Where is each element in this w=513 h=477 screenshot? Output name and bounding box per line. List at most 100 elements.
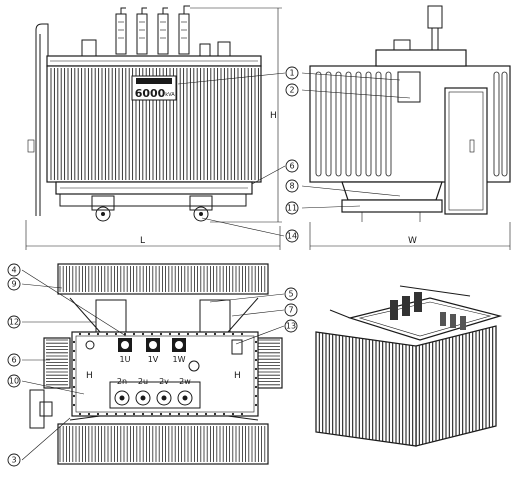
- top-view: 1U 1V 1W 2n 2u 2v 2w H H: [21, 263, 285, 465]
- bolt: [254, 367, 258, 371]
- svg-text:6: 6: [289, 162, 294, 171]
- nameplate-unit: kVA: [165, 92, 175, 98]
- bolt: [114, 332, 118, 336]
- callout-6a: 6: [285, 159, 299, 173]
- iso-bushings: [390, 292, 466, 330]
- top-view-lower-fins: [59, 426, 269, 462]
- callout-8: 8: [285, 179, 299, 193]
- bolt: [222, 412, 226, 416]
- bolt: [72, 367, 76, 371]
- callout-3: 3: [7, 453, 21, 467]
- bolt: [159, 412, 163, 416]
- bolt: [105, 412, 109, 416]
- side-mark-right: H: [234, 371, 241, 381]
- bolt: [72, 403, 76, 407]
- bolt: [231, 332, 235, 336]
- svg-text:7: 7: [288, 306, 293, 315]
- lv-terminal-2v: 2v: [159, 377, 169, 386]
- bolt: [195, 332, 199, 336]
- bolt: [72, 385, 76, 389]
- svg-text:4: 4: [11, 266, 16, 275]
- cover-bolts: [72, 332, 258, 416]
- bolt: [132, 332, 136, 336]
- svg-text:3: 3: [11, 456, 16, 465]
- isometric-view: [315, 285, 503, 447]
- side-view: W: [301, 5, 511, 250]
- bolt: [123, 332, 127, 336]
- radiator-column: [385, 71, 392, 177]
- radiator-column: [365, 71, 372, 177]
- bolt: [213, 412, 217, 416]
- callout-14: 14: [285, 229, 299, 243]
- callout-1: 1: [285, 66, 299, 80]
- front-radiator-fins: [50, 68, 259, 180]
- bolt: [254, 394, 258, 398]
- front-bushings: [81, 5, 231, 57]
- side-mark-left: H: [86, 371, 93, 381]
- bolt: [168, 412, 172, 416]
- bolt: [159, 332, 163, 336]
- front-view: 6000 kVA H L: [25, 5, 286, 250]
- iso-front-fins: [315, 332, 417, 446]
- bolt: [222, 332, 226, 336]
- nameplate-rating: 6000: [135, 87, 166, 100]
- bolt: [96, 412, 100, 416]
- bolt: [105, 332, 109, 336]
- bolt: [254, 403, 258, 407]
- bolt: [231, 412, 235, 416]
- bolt: [186, 332, 190, 336]
- callout-12: 12: [7, 315, 21, 329]
- top-view-upper-fins: [59, 266, 269, 292]
- length-dimension: L: [25, 220, 281, 250]
- bolt: [78, 412, 82, 416]
- bolt: [132, 412, 136, 416]
- bolt: [177, 332, 181, 336]
- radiator-column: [345, 71, 352, 177]
- iso-right-fins: [415, 326, 497, 446]
- bolt: [141, 412, 145, 416]
- front-wheels: [91, 195, 213, 222]
- bolt: [254, 385, 258, 389]
- lv-terminal-2u: 2u: [138, 377, 148, 386]
- nameplate: 6000 kVA: [131, 75, 177, 101]
- bolt: [87, 412, 91, 416]
- svg-text:6: 6: [11, 356, 16, 365]
- hv-terminal-1v: 1V: [148, 355, 159, 364]
- radiator-column: [325, 71, 332, 177]
- bolt: [72, 358, 76, 362]
- bolt: [254, 340, 258, 344]
- bolt: [213, 332, 217, 336]
- lv-terminal-2n: 2n: [117, 377, 127, 386]
- bolt: [150, 412, 154, 416]
- bolt: [72, 376, 76, 380]
- bolt: [240, 332, 244, 336]
- svg-text:11: 11: [287, 204, 297, 213]
- bolt: [141, 332, 145, 336]
- bolt: [123, 412, 127, 416]
- callout-10: 10: [7, 374, 21, 388]
- length-label: L: [140, 236, 145, 246]
- bolt: [114, 412, 118, 416]
- lv-terminal-2w: 2w: [179, 377, 191, 386]
- svg-text:5: 5: [288, 290, 293, 299]
- svg-text:9: 9: [11, 280, 16, 289]
- callout-13: 13: [284, 319, 298, 333]
- lv-bushings: 2n 2u 2v 2w: [109, 377, 201, 409]
- bolt: [168, 332, 172, 336]
- callout-7: 7: [284, 303, 298, 317]
- svg-text:2: 2: [289, 86, 294, 95]
- side-radiator-fins: [315, 71, 508, 177]
- bolt: [72, 349, 76, 353]
- hv-terminal-1u: 1U: [120, 355, 131, 364]
- bolt: [254, 358, 258, 362]
- callout-4: 4: [7, 263, 21, 277]
- callout-6b: 6: [7, 353, 21, 367]
- callout-11: 11: [285, 201, 299, 215]
- height-label: H: [270, 111, 277, 121]
- svg-text:13: 13: [286, 322, 296, 331]
- bolt: [240, 412, 244, 416]
- bolt: [72, 394, 76, 398]
- bolt: [254, 349, 258, 353]
- callout-9: 9: [7, 277, 21, 291]
